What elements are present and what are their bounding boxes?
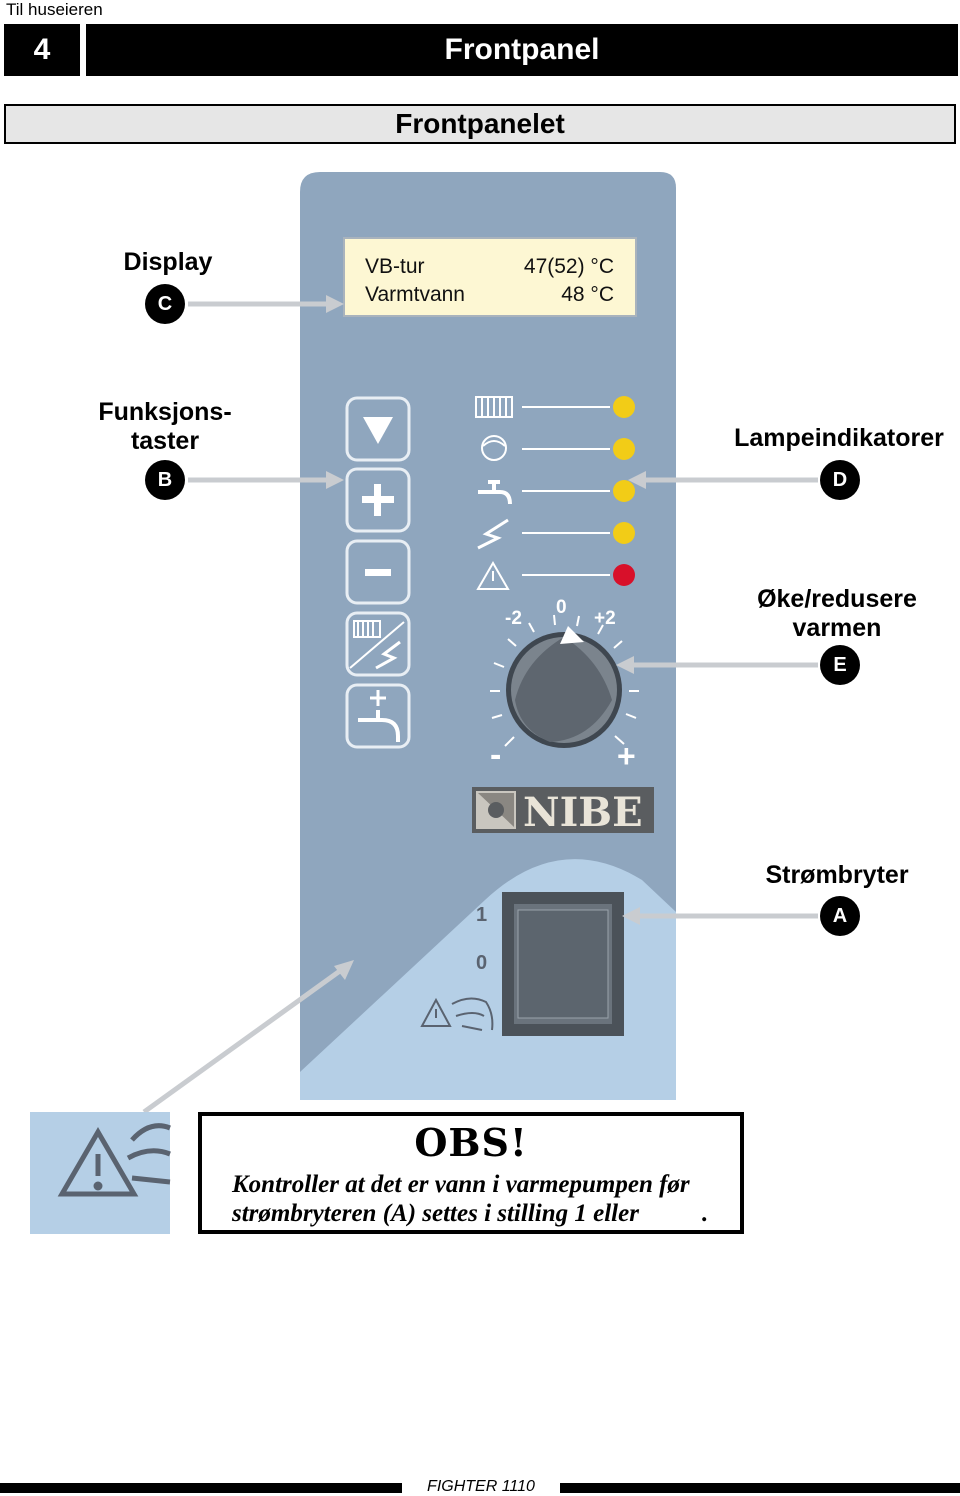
lamp-1	[613, 396, 635, 418]
radiator-icon	[475, 396, 513, 418]
chapter-title: Frontpanel	[86, 24, 958, 76]
indicator-icons	[475, 396, 610, 590]
down-button-frame	[345, 396, 411, 462]
lamp-2	[613, 438, 635, 460]
display-row1-label: VB-tur	[365, 255, 425, 278]
minus-icon	[365, 569, 391, 576]
down-triangle-icon	[363, 417, 393, 444]
callout-arrows	[142, 301, 818, 1115]
lamp-3	[613, 480, 635, 502]
compressor-icon	[481, 435, 507, 461]
minus-button-frame	[345, 539, 411, 605]
switch-label-on: 1	[476, 904, 488, 926]
page-subtitle: Frontpanelet	[4, 104, 956, 144]
electric-heater-icon	[477, 518, 509, 550]
knob-callout-line2: varmen	[792, 614, 882, 642]
badge-a: A	[820, 896, 860, 936]
nibe-logo: NIBE	[472, 787, 654, 836]
function-keys	[345, 396, 411, 749]
warning-hand-icon	[420, 997, 494, 1031]
scale-minus2: -2	[505, 608, 522, 629]
display-row1-value: 47(52) °C	[523, 255, 614, 278]
chapter-number: 4	[4, 24, 80, 76]
notice-line1: Kontroller at det er vann i varmepumpen …	[232, 1171, 690, 1198]
footer-product-name: FIGHTER 1110	[427, 1478, 535, 1495]
notice-line2: strømbryteren (A) settes i stilling 1 el…	[232, 1200, 639, 1227]
notice-title: OBS!	[414, 1120, 528, 1165]
hotwater-plus-icon	[358, 690, 400, 742]
notice-line2-end: .	[702, 1200, 709, 1227]
display-screen	[343, 237, 637, 317]
switch-label-off: 0	[476, 952, 488, 974]
alarm-icon	[476, 560, 510, 590]
display-callout-label: Display	[123, 248, 213, 276]
function-keys-callout-line2: taster	[130, 427, 200, 455]
knob-pointer	[560, 626, 584, 644]
function-keys-callout-line1: Funksjons-	[98, 398, 232, 426]
scale-plus2: +2	[594, 608, 616, 629]
badge-b: B	[145, 460, 185, 500]
badge-e: E	[820, 645, 860, 685]
scale-minus: -	[490, 736, 502, 774]
scale-zero: 0	[556, 597, 567, 618]
badge-d: D	[820, 460, 860, 500]
badge-c: C	[145, 284, 185, 324]
notice-box: OBS! Kontroller at det er vann i varmepu…	[198, 1112, 744, 1234]
display-row2-value: 48 °C	[561, 283, 614, 306]
brand-text: NIBE	[523, 789, 643, 836]
footer-bar-right	[560, 1483, 960, 1493]
footer-bar-left	[0, 1483, 402, 1493]
lamps-callout-label: Lampeindikatorer	[734, 424, 944, 452]
section-label: Til huseieren	[6, 0, 103, 19]
scale-plus: +	[617, 738, 636, 774]
lamp-4	[613, 522, 635, 544]
plus-button-frame	[345, 467, 411, 533]
switch-callout-label: Strømbryter	[765, 861, 909, 889]
radiator-lightning-icon	[349, 620, 405, 670]
knob-callout-line1: Øke/redusere	[757, 585, 917, 613]
display-row2-label: Varmtvann	[365, 283, 465, 306]
hotwater-button-frame	[345, 683, 411, 749]
mode-button-frame	[345, 611, 411, 677]
warning-large-icon	[57, 1123, 171, 1197]
tap-icon	[478, 480, 512, 505]
lamp-alarm	[613, 564, 635, 586]
